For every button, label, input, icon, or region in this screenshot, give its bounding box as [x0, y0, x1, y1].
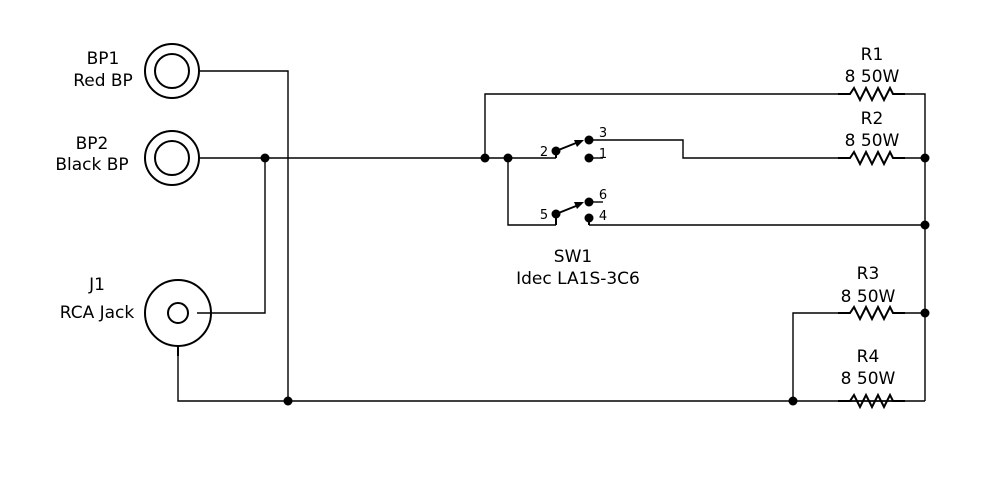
- wire-r3-feed: [792, 312, 838, 401]
- sw1-pin-label-2: 2: [540, 145, 548, 160]
- sw1-arrow-b: [574, 202, 584, 209]
- bp2-outer-ring: [144, 130, 200, 186]
- r4-zigzag: [838, 392, 905, 410]
- sw1-arrow-a: [574, 140, 584, 147]
- sw1-ref: SW1: [554, 247, 592, 267]
- r3-ref: R3: [857, 264, 880, 284]
- r2-ref: R2: [861, 109, 884, 129]
- r4-value: 8 50W: [841, 369, 896, 389]
- junctions: [260, 153, 930, 406]
- bp1-outer-ring: [144, 43, 200, 99]
- r2-value: 8 50W: [845, 131, 900, 151]
- bp2-value: Black BP: [55, 155, 128, 175]
- junction-dot: [920, 220, 930, 230]
- r4-ref: R4: [857, 347, 880, 367]
- junction-dot: [503, 153, 513, 163]
- j1-value: RCA Jack: [60, 303, 135, 323]
- r1-zigzag: [838, 85, 905, 103]
- bp2-inner-ring: [154, 140, 190, 176]
- sw1-switch: 2 3 1 5 6 4 SW1 Idec LA1S-3C6: [516, 126, 640, 289]
- bp1-value: Red BP: [73, 71, 133, 91]
- wire-right-bus: [905, 93, 926, 401]
- sw1-pin-label-5: 5: [540, 208, 548, 223]
- wire-bp1: [199, 70, 289, 401]
- wire-sw-pole5: [507, 158, 556, 226]
- r3-value: 8 50W: [841, 287, 896, 307]
- r1-value: 8 50W: [845, 67, 900, 87]
- sw1-value: Idec LA1S-3C6: [516, 269, 640, 289]
- j1-rca-jack: J1 RCA Jack: [60, 275, 212, 356]
- bp2-binding-post: BP2 Black BP: [55, 130, 200, 186]
- sw1-contact-3: [584, 135, 594, 145]
- sw1-pin-label-4: 4: [599, 209, 607, 224]
- junction-dot: [260, 153, 270, 163]
- junction-dot: [283, 396, 293, 406]
- wire-j1: [197, 158, 266, 314]
- bp1-binding-post: BP1 Red BP: [73, 43, 200, 99]
- r1-ref: R1: [861, 45, 884, 65]
- sw1-contact-6: [584, 197, 594, 207]
- r1-resistor: R1 8 50W: [838, 45, 905, 103]
- junction-dot: [920, 153, 930, 163]
- wire-bottom: [177, 348, 925, 402]
- bp1-inner-ring: [154, 53, 190, 89]
- r3-zigzag: [838, 304, 905, 322]
- sw1-pin-label-6: 6: [599, 188, 607, 203]
- sw1-contact-1: [584, 153, 594, 163]
- j1-center-pin: [167, 302, 189, 324]
- junction-dot: [480, 153, 490, 163]
- wire-r1-feed: [484, 93, 838, 158]
- wires: [177, 70, 926, 402]
- r3-resistor: R3 8 50W: [838, 264, 905, 322]
- sw1-pin-label-1: 1: [599, 147, 607, 162]
- r2-resistor: R2 8 50W: [838, 109, 905, 167]
- r2-zigzag: [838, 149, 905, 167]
- junction-dot: [920, 308, 930, 318]
- bp1-ref: BP1: [87, 49, 120, 69]
- sw1-pin-label-3: 3: [599, 126, 607, 141]
- junction-dot: [788, 396, 798, 406]
- r4-resistor: R4 8 50W: [838, 347, 905, 410]
- wire-sw-pin3: [589, 139, 838, 159]
- j1-ref: J1: [88, 275, 105, 295]
- bp2-ref: BP2: [76, 134, 109, 154]
